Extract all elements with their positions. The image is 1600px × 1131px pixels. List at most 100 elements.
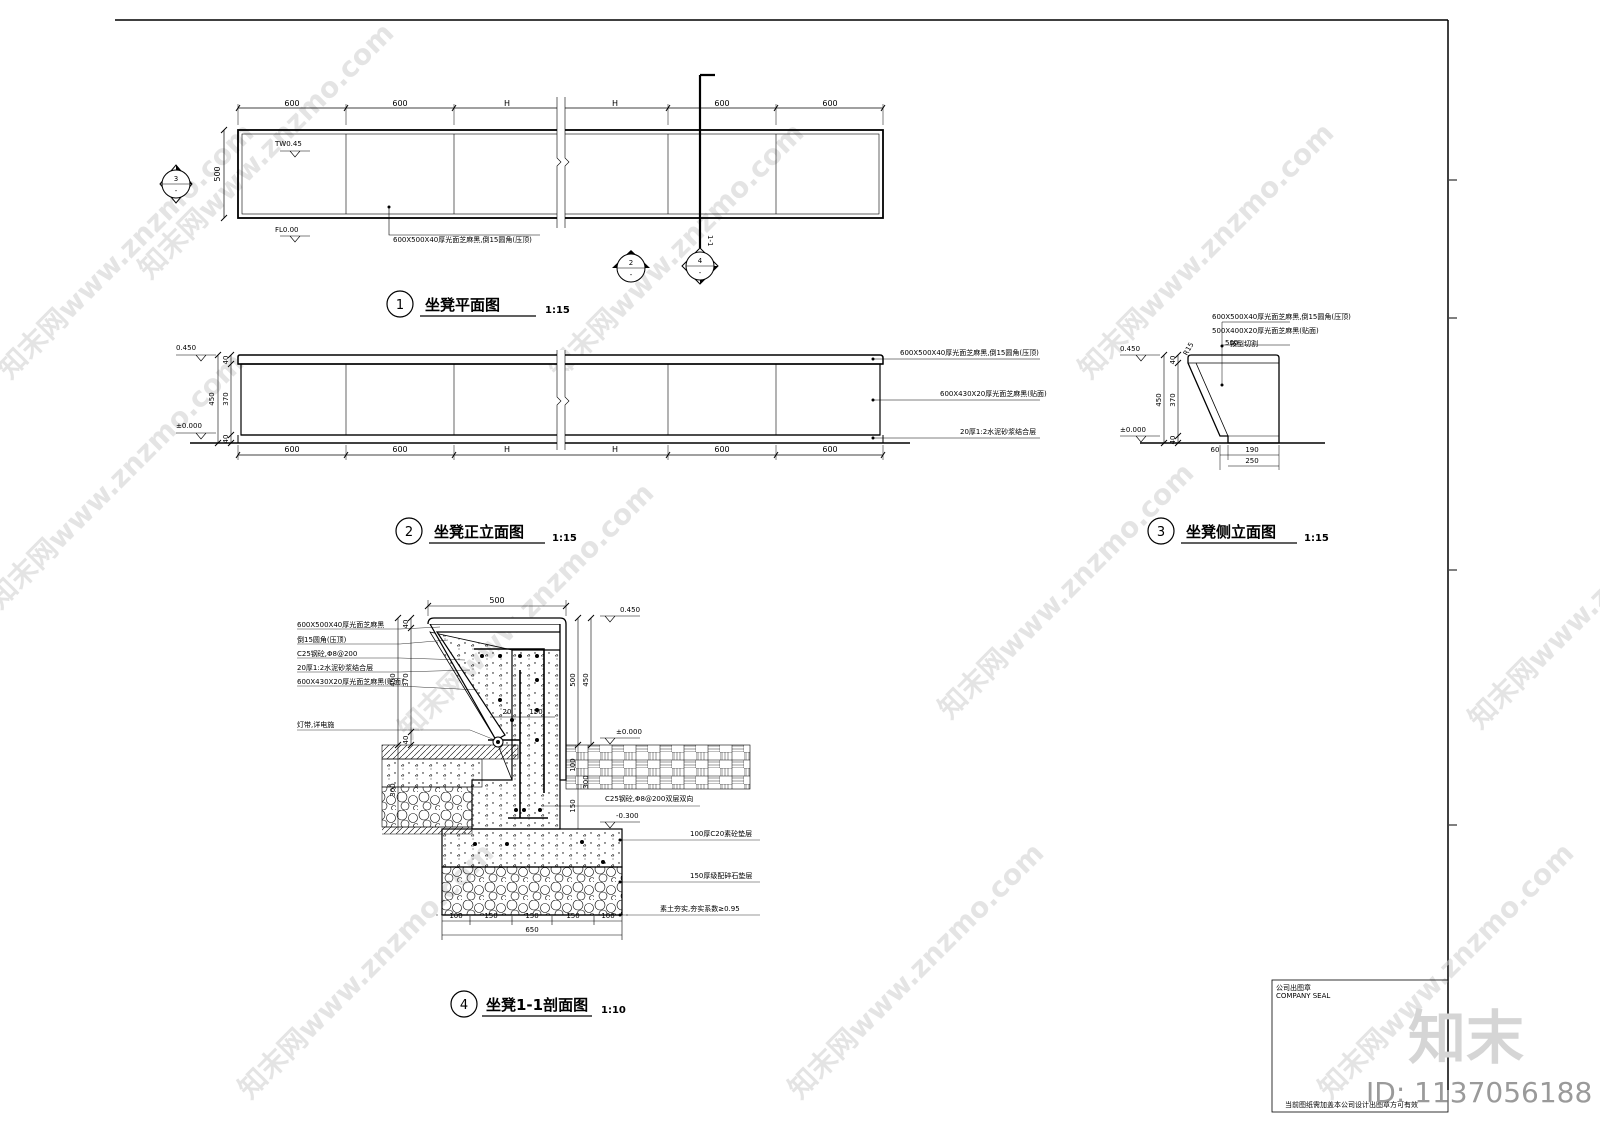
brand-watermark: 知末 ID: 1137056188 [1366, 1004, 1592, 1109]
front-elevation: 0.450 ±0.000 40 450 370 40 600 600 H H 6… [176, 344, 1047, 545]
side-vdim-2: 450 [1155, 393, 1163, 406]
watermark-text-3: 知末网www.znzmo.com [542, 116, 811, 385]
section-bdim-4: 150 [566, 912, 579, 920]
section-layer-note-2: 150厚级配碎石垫层 [690, 871, 752, 880]
marker-4: 4 - [681, 247, 719, 285]
watermark-text-5: 知末网www.znzmo.com [0, 346, 250, 615]
seal-cn: 公司出图章 [1276, 983, 1311, 992]
side-level-top: 0.450 [1120, 345, 1140, 353]
side-scale: 1:15 [1304, 533, 1329, 544]
brand-id: ID: 1137056188 [1366, 1076, 1592, 1109]
section-layer-note-1: 100厚C20素砼垫层 [690, 829, 752, 838]
side-note-2: 500X400X20厚光面芝麻黑(贴面) [1212, 326, 1319, 335]
plan-dim-height: 500 [213, 166, 222, 181]
front-note-1: 600X500X40厚光面芝麻黑,倒15圆角(压顶) [900, 348, 1039, 357]
section-inner-dim-1: 20 [503, 708, 512, 716]
marker-3: 3 - [159, 164, 193, 204]
side-vdim-3: 370 [1169, 393, 1177, 406]
side-title: 坐凳侧立面图 [1186, 523, 1276, 541]
front-dim-4: H [612, 445, 618, 454]
section-mvdim-1: 100 [569, 758, 577, 771]
watermark-text-11: 知末网www.znzmo.com [1462, 466, 1600, 735]
side-vdim-4: 40 [1169, 436, 1177, 445]
watermark-text-4: 知末网www.znzmo.com [1072, 116, 1341, 385]
section-scale: 1:10 [601, 1005, 626, 1016]
section-left-note-2: 倒15圆角(压顶) [297, 635, 347, 644]
section-dim-top: 500 [489, 596, 504, 605]
marker-4-num: 4 [698, 257, 703, 265]
seal-en: COMPANY SEAL [1276, 992, 1330, 1000]
plan-level-top: TW0.45 [274, 140, 302, 148]
section-inner-dim-2: 150 [529, 708, 542, 716]
side-level-bottom: ±0.000 [1120, 426, 1146, 434]
section-lvdim-2: 450 [389, 673, 397, 686]
section-bdim-2: 150 [484, 912, 497, 920]
watermark-text-7: 知末网www.znzmo.com [932, 456, 1201, 725]
front-dim-6: 600 [822, 445, 837, 454]
section-bdim-5: 100 [601, 912, 614, 920]
section-rebar-note: C25钢砼,Φ8@200双层双向 [605, 794, 693, 803]
section-lvdim-3: 370 [402, 673, 410, 686]
section-title: 坐凳1-1剖面图 [486, 996, 588, 1014]
plan-dim-1: 600 [284, 99, 299, 108]
plan-dim-5: 600 [714, 99, 729, 108]
watermark: 知末网www.znzmo.com 知末网www.znzmo.com 知末网www… [0, 16, 1600, 1105]
section-left-note-4: 20厚1:2水泥砂浆结合层 [297, 663, 373, 672]
section-bdim-3: 150 [525, 912, 538, 920]
section-title-num: 4 [460, 998, 468, 1013]
front-title: 坐凳正立面图 [434, 523, 524, 541]
plan-scale: 1:15 [545, 305, 570, 316]
plan-view: 600 600 H H 600 600 500 TW0.45 FL0.00 60… [159, 73, 886, 318]
section-layer-note-3: 素土夯实,夯实系数≥0.95 [660, 904, 740, 913]
side-dim-2: 190 [1245, 446, 1258, 454]
front-scale: 1:15 [552, 533, 577, 544]
front-vdim-3: 370 [222, 392, 230, 405]
front-dim-3: H [504, 445, 510, 454]
front-dim-1: 600 [284, 445, 299, 454]
side-dim-3: 250 [1245, 457, 1258, 465]
section-rvdim-1: 500 [569, 673, 577, 686]
section-level-top: 0.450 [620, 606, 640, 614]
front-dim-2: 600 [392, 445, 407, 454]
title-block: 公司出图章 COMPANY SEAL 当前图纸需加盖本公司设计出图章方可有效 [1271, 979, 1449, 1113]
plan-title-num: 1 [396, 298, 404, 313]
section-lvdim-5: 300 [389, 783, 397, 796]
side-note-3: 按型切割 [1230, 339, 1258, 348]
plan-dim-6: 600 [822, 99, 837, 108]
marker-2-sheet: - [630, 271, 633, 279]
plan-section-mark: 1-1 [706, 235, 714, 246]
plan-title: 坐凳平面图 [425, 296, 500, 314]
watermark-text-1: 知末网www.znzmo.com [0, 116, 260, 385]
side-dim-top: 500 [1225, 339, 1238, 347]
section-left-note-5: 600X430X20厚光面芝麻黑(贴面) [297, 677, 404, 686]
front-level-bottom: ±0.000 [176, 422, 202, 430]
titleblock-footer: 当前图纸需加盖本公司设计出图章方可有效 [1285, 1100, 1418, 1109]
side-title-num: 3 [1157, 525, 1165, 540]
front-dim-5: 600 [714, 445, 729, 454]
front-level-top: 0.450 [176, 344, 196, 352]
plan-level-bottom: FL0.00 [275, 226, 299, 234]
section-level-zero: ±0.000 [616, 728, 642, 736]
section-lvdim-4: 40 [402, 736, 410, 745]
brand-logo: 知末 [1408, 1004, 1524, 1072]
section-bdim-1: 100 [449, 912, 462, 920]
front-vdim-2: 450 [208, 392, 216, 405]
section-level-neg: -0.300 [616, 812, 639, 820]
watermark-text-9: 知末网www.znzmo.com [782, 836, 1051, 1105]
front-title-num: 2 [405, 525, 413, 540]
front-note-3: 20厚1:2水泥砂浆结合层 [960, 427, 1036, 436]
section-mvdim-2: 300 [582, 775, 590, 788]
side-dim-1: 60 [1211, 446, 1220, 454]
section-view: 500 0.450 ±0.000 -0.300 40 450 370 40 30… [297, 596, 760, 1018]
side-note-1: 600X500X40厚光面芝麻黑,倒15圆角(压顶) [1212, 312, 1351, 321]
section-light-note: 灯带,详电施 [297, 720, 334, 729]
section-lvdim-1: 40 [402, 620, 410, 629]
section-left-note-3: C25钢砼,Φ8@200 [297, 649, 357, 658]
side-vdim-1: 40 [1169, 356, 1177, 365]
section-left-note-1: 600X500X40厚光面芝麻黑 [297, 620, 384, 629]
plan-dim-2: 600 [392, 99, 407, 108]
marker-2-num: 2 [629, 259, 633, 267]
front-note-2: 600X430X20厚光面芝麻黑(贴面) [940, 389, 1047, 398]
marker-3-num: 3 [174, 175, 178, 183]
